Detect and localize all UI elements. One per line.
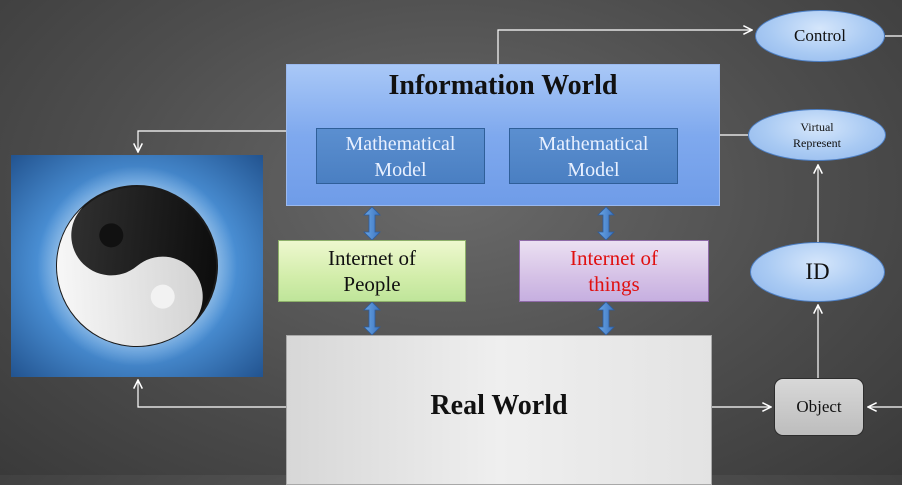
double-arrow-info-iop — [363, 206, 381, 241]
real-world-title: Real World — [430, 390, 568, 421]
virtual-represent-node: Virtual Represent — [748, 109, 886, 161]
arrow-info-to-yinyang — [138, 130, 286, 152]
internet-of-things-box: Internet of things — [519, 240, 709, 302]
information-world-title: Information World — [388, 70, 618, 101]
mathematical-model-right: Mathematical Model — [509, 128, 678, 184]
internet-of-people-box: Internet of People — [278, 240, 466, 302]
object-node: Object — [774, 378, 864, 436]
double-arrow-iop-real — [363, 301, 381, 336]
yin-yang-icon — [37, 166, 237, 366]
control-node: Control — [755, 10, 885, 62]
yin-yang-image — [11, 155, 263, 377]
double-arrow-info-iot — [597, 206, 615, 241]
id-node: ID — [750, 242, 885, 302]
double-arrow-iot-real — [597, 301, 615, 336]
arrow-real-to-yinyang — [138, 380, 286, 408]
arrow-info-to-control — [497, 30, 752, 64]
mathematical-model-left: Mathematical Model — [316, 128, 485, 184]
